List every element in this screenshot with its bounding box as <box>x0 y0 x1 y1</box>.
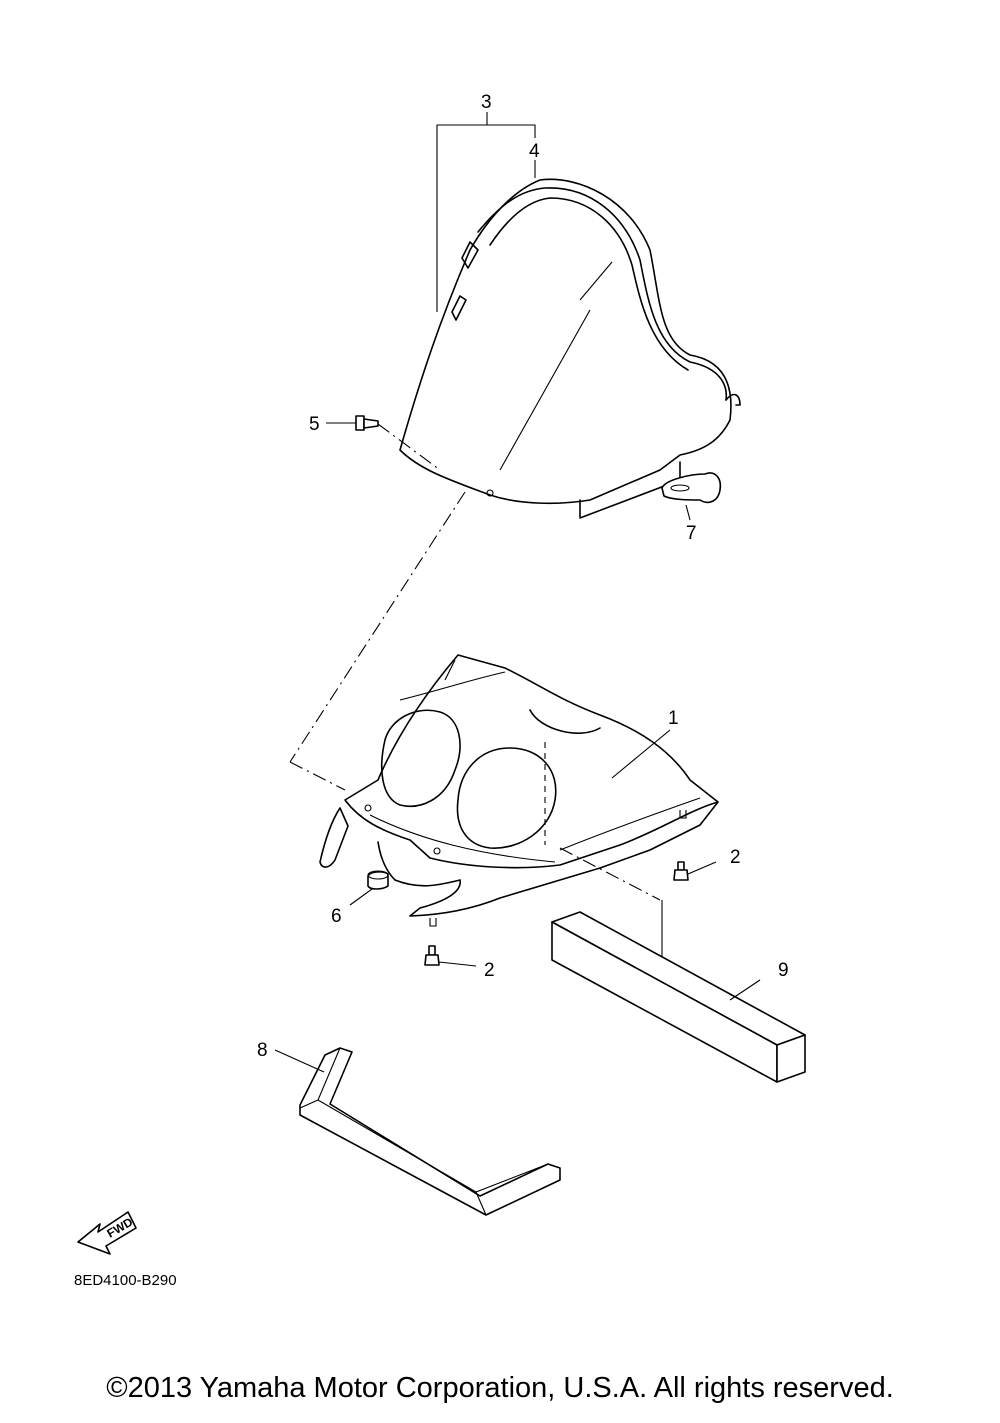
callout-2-lower: 2 <box>484 960 495 981</box>
screw-part-2-lower <box>424 945 477 967</box>
callout-2-upper: 2 <box>730 847 741 868</box>
callout-8: 8 <box>257 1040 268 1061</box>
callout-5: 5 <box>309 414 320 435</box>
screw-part-2-upper <box>673 861 717 881</box>
callout-1: 1 <box>668 708 679 729</box>
callout-9: 9 <box>778 960 789 981</box>
seal-strip-part-8 <box>274 1047 561 1216</box>
foam-block-part-9 <box>551 911 806 1083</box>
copyright-notice: ©2013 Yamaha Motor Corporation, U.S.A. A… <box>106 1372 894 1404</box>
diagram-code: 8ED4100-B290 <box>74 1272 177 1289</box>
windshield-assembly <box>399 112 741 519</box>
callout-7: 7 <box>686 523 697 544</box>
bolt-part-5 <box>326 415 441 471</box>
callout-4: 4 <box>529 141 540 162</box>
fwd-arrow-icon: FWD <box>77 1211 137 1255</box>
cowling-part-1 <box>319 654 719 972</box>
callout-3: 3 <box>481 92 492 113</box>
callout-6: 6 <box>331 906 342 927</box>
grommet-part-6 <box>349 870 389 906</box>
windshield <box>399 178 732 505</box>
fastener-part-7 <box>661 472 722 521</box>
